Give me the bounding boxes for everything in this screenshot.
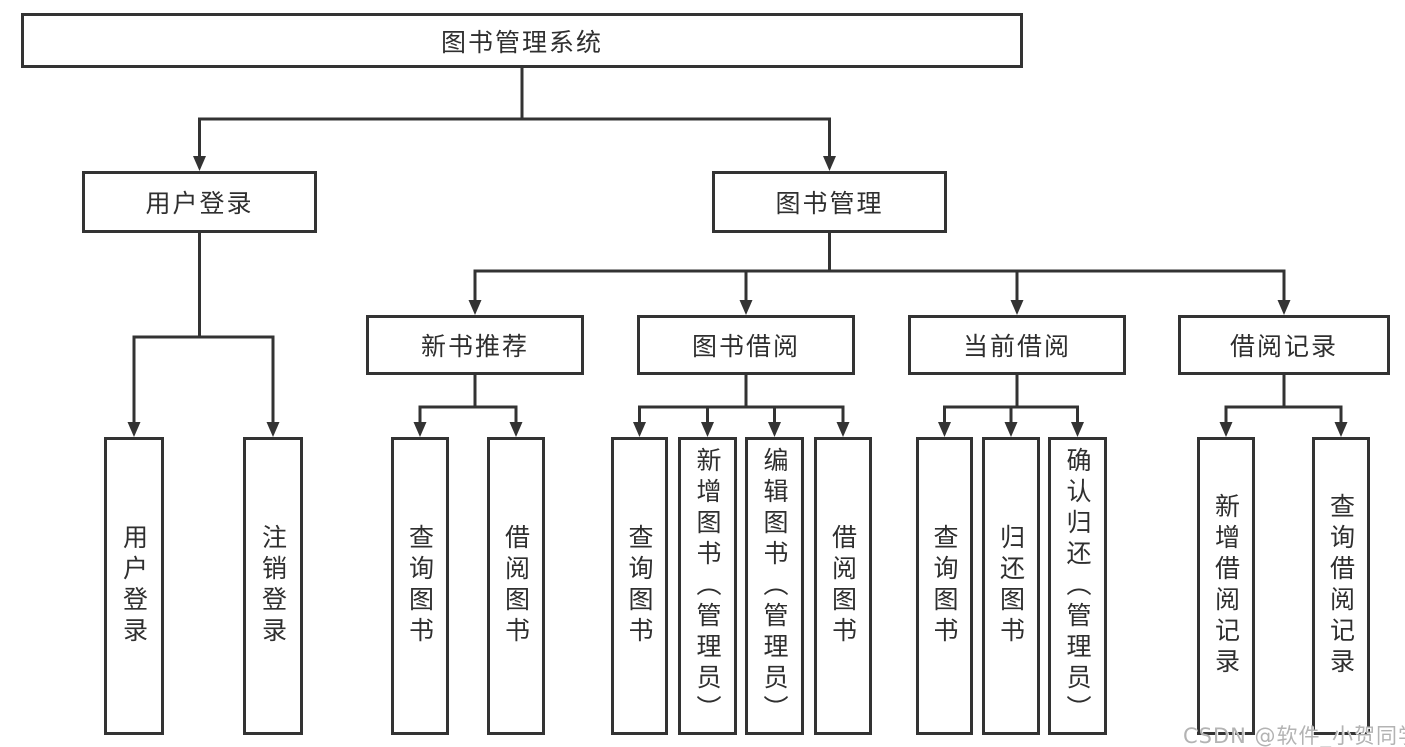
leaf-bb-add-books-admin: 新增图书（管理员） bbox=[678, 437, 737, 735]
leaf-cb-confirm-return-admin: 确认归还（管理员） bbox=[1048, 437, 1107, 735]
leaf-cb-query-books-label: 查询图书 bbox=[930, 524, 959, 648]
leaf-bb-edit-books-admin-label: 编辑图书（管理员） bbox=[760, 446, 789, 726]
leaf-rec-query-books: 查询图书 bbox=[391, 437, 449, 735]
csdn-watermark: CSDN @软件_小贺同学 bbox=[1183, 724, 1405, 747]
leaf-logout: 注销登录 bbox=[243, 437, 303, 735]
node-current-borrowing: 当前借阅 bbox=[908, 315, 1126, 375]
arrowheads bbox=[127, 156, 1348, 437]
node-borrowing-records: 借阅记录 bbox=[1178, 315, 1390, 375]
leaf-cb-confirm-return-admin-label: 确认归还（管理员） bbox=[1063, 446, 1092, 726]
leaf-user-login-label: 用户登录 bbox=[119, 524, 149, 648]
leaf-cb-query-books: 查询图书 bbox=[916, 437, 973, 735]
leaf-bb-query-books: 查询图书 bbox=[611, 437, 668, 735]
leaf-bb-borrow-books: 借阅图书 bbox=[814, 437, 872, 735]
node-user-login-label: 用户登录 bbox=[145, 189, 254, 218]
leaf-bb-add-books-admin-label: 新增图书（管理员） bbox=[693, 446, 722, 726]
node-root: 图书管理系统 bbox=[21, 13, 1023, 68]
leaf-br-query-record: 查询借阅记录 bbox=[1312, 437, 1370, 735]
leaf-logout-label: 注销登录 bbox=[258, 524, 288, 648]
leaf-rec-borrow-books-label: 借阅图书 bbox=[501, 524, 531, 648]
leaf-rec-query-books-label: 查询图书 bbox=[405, 524, 435, 648]
leaf-br-add-record-label: 新增借阅记录 bbox=[1211, 493, 1241, 679]
node-book-borrowing: 图书借阅 bbox=[637, 315, 855, 375]
node-book-management-label: 图书管理 bbox=[775, 189, 884, 218]
leaf-user-login: 用户登录 bbox=[104, 437, 164, 735]
node-book-management: 图书管理 bbox=[712, 171, 947, 233]
leaf-rec-borrow-books: 借阅图书 bbox=[487, 437, 545, 735]
node-borrowing-records-label: 借阅记录 bbox=[1229, 332, 1338, 361]
leaf-bb-borrow-books-label: 借阅图书 bbox=[828, 524, 858, 648]
node-book-borrowing-label: 图书借阅 bbox=[691, 332, 800, 361]
leaf-cb-return-books: 归还图书 bbox=[982, 437, 1040, 735]
node-user-login: 用户登录 bbox=[82, 171, 317, 233]
node-current-borrowing-label: 当前借阅 bbox=[962, 332, 1071, 361]
node-new-book-recommend: 新书推荐 bbox=[366, 315, 584, 375]
leaf-bb-edit-books-admin: 编辑图书（管理员） bbox=[745, 437, 804, 735]
leaf-cb-return-books-label: 归还图书 bbox=[996, 524, 1026, 648]
leaf-br-query-record-label: 查询借阅记录 bbox=[1326, 493, 1356, 679]
leaf-bb-query-books-label: 查询图书 bbox=[625, 524, 654, 648]
node-root-label: 图书管理系统 bbox=[440, 27, 603, 57]
leaf-br-add-record: 新增借阅记录 bbox=[1197, 437, 1255, 735]
node-new-book-recommend-label: 新书推荐 bbox=[420, 332, 529, 361]
